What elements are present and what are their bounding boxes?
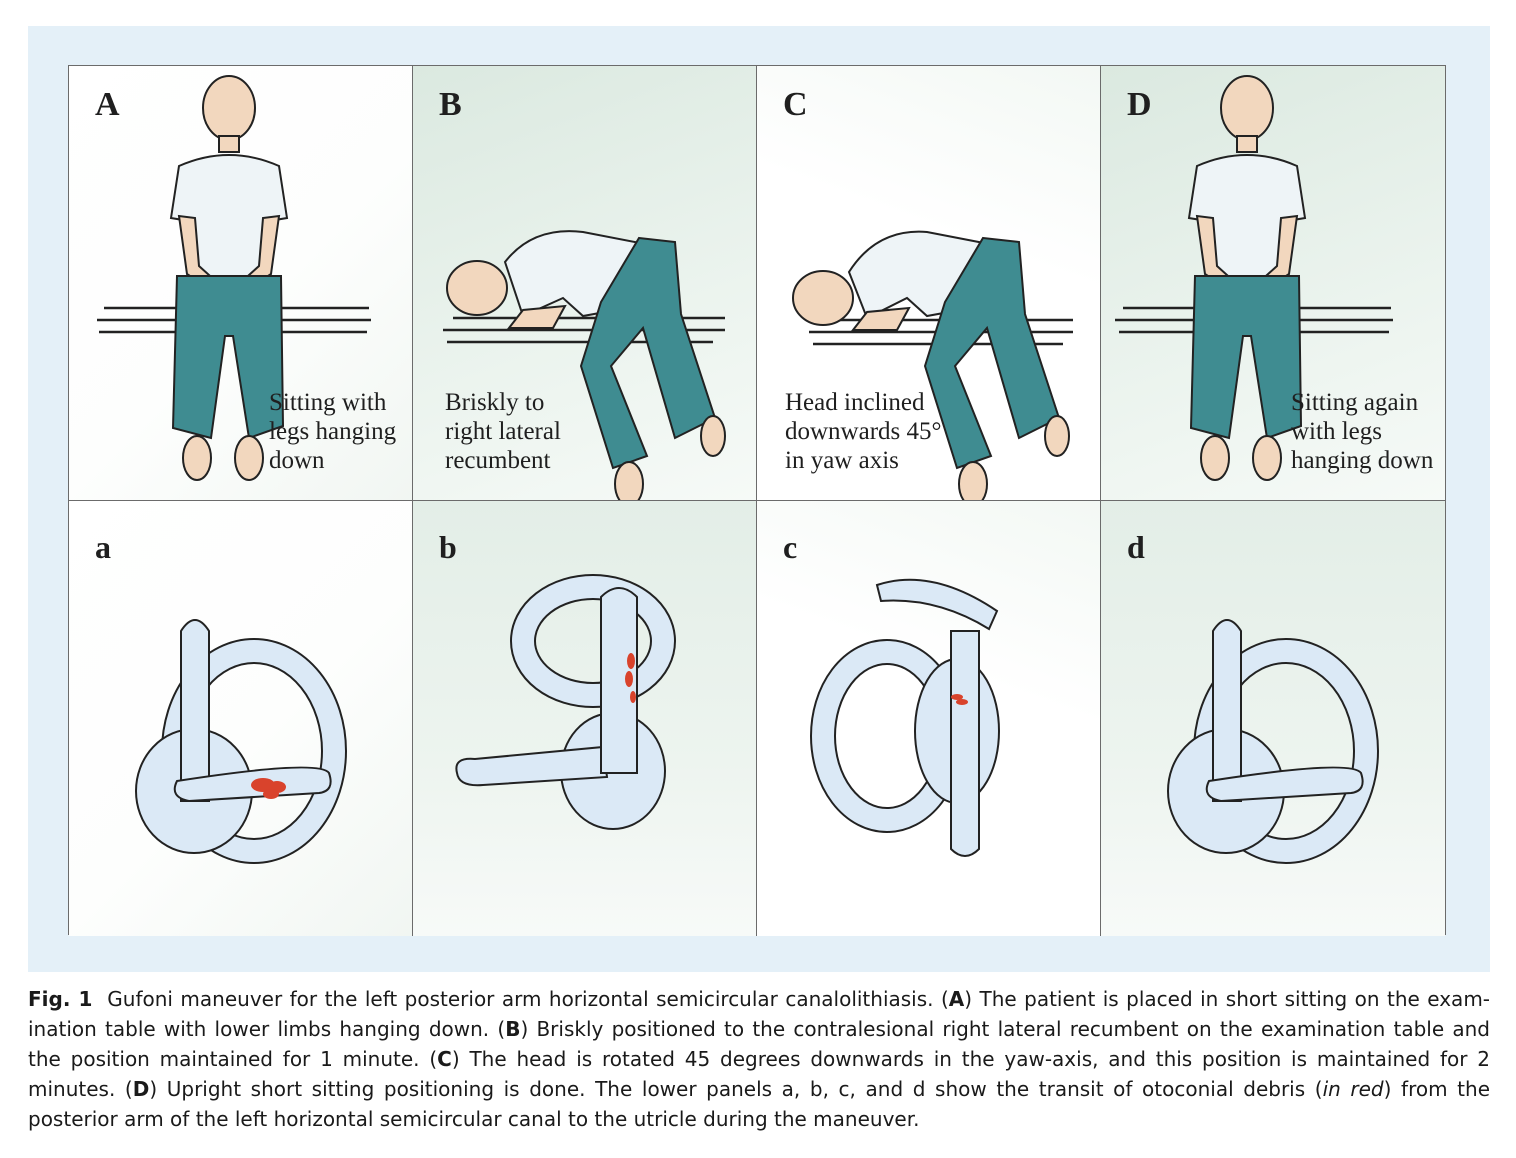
figure-caption: Fig. 1 Gufoni maneuver for the left post… <box>28 984 1490 1134</box>
lateral-recumbent-patient-illustration <box>443 230 726 500</box>
caption-text: ) Upright short sitting positioning is d… <box>149 1077 1323 1101</box>
panel-A: A Sitting with legs hanging down <box>69 66 413 501</box>
panel-letter: a <box>95 529 111 565</box>
panel-letter: c <box>783 529 798 565</box>
panel-caption-text: Sitting with legs hanging down <box>269 389 397 474</box>
caption-emphasis: in red <box>1322 1077 1384 1101</box>
figure-grid: A Sitting with legs hanging down B <box>68 65 1446 936</box>
caption-text: ) The head is rotated 45 degrees downwar… <box>28 1047 1490 1101</box>
caption-text: ) from the posterior arm of the left hor… <box>28 1077 1491 1131</box>
panel-letter: B <box>439 86 462 123</box>
panel-letter: C <box>783 86 808 123</box>
caption-text: ) The patient is placed in short sitting… <box>28 987 1491 1041</box>
panel-caption-text: Briskly to right lateral recumbent <box>445 389 561 474</box>
panel-caption-text: Sitting again with legs hanging down <box>1291 389 1434 474</box>
sitting-patient-illustration <box>97 75 371 481</box>
panel-caption-text: Head inclined downwards 45° in yaw axis <box>785 389 942 474</box>
panel-d: d <box>1101 501 1445 936</box>
figure-label: Fig. 1 <box>28 987 93 1011</box>
panel-B: B Briskly to right lateral recumbent <box>413 66 757 501</box>
semicircular-canal-illustration <box>1167 619 1379 864</box>
caption-ref: C <box>437 1047 452 1071</box>
panel-letter: D <box>1127 86 1152 123</box>
panel-D: D Sitting again with legs hanging down <box>1101 66 1445 501</box>
panel-a: a <box>69 501 413 936</box>
panel-letter: b <box>439 529 457 565</box>
semicircular-canal-illustration <box>135 619 347 864</box>
panel-letter: A <box>95 86 120 123</box>
panel-C: C Head inclined downwards 45° in yaw axi… <box>757 66 1101 501</box>
caption-text: ) Briskly positioned to the contralesion… <box>28 1017 1491 1071</box>
caption-text: Gufoni maneuver for the left posterior a… <box>107 987 949 1011</box>
semicircular-canal-illustration <box>810 578 1000 857</box>
panel-letter: d <box>1127 529 1145 565</box>
caption-ref: B <box>505 1017 521 1041</box>
caption-ref: D <box>132 1077 150 1101</box>
panel-c: c <box>757 501 1101 936</box>
head-inclined-patient-illustration <box>792 230 1073 500</box>
panel-b: b <box>413 501 757 936</box>
sitting-patient-illustration <box>1115 75 1393 481</box>
caption-ref: A <box>948 987 965 1011</box>
semicircular-canal-illustration <box>455 574 676 830</box>
